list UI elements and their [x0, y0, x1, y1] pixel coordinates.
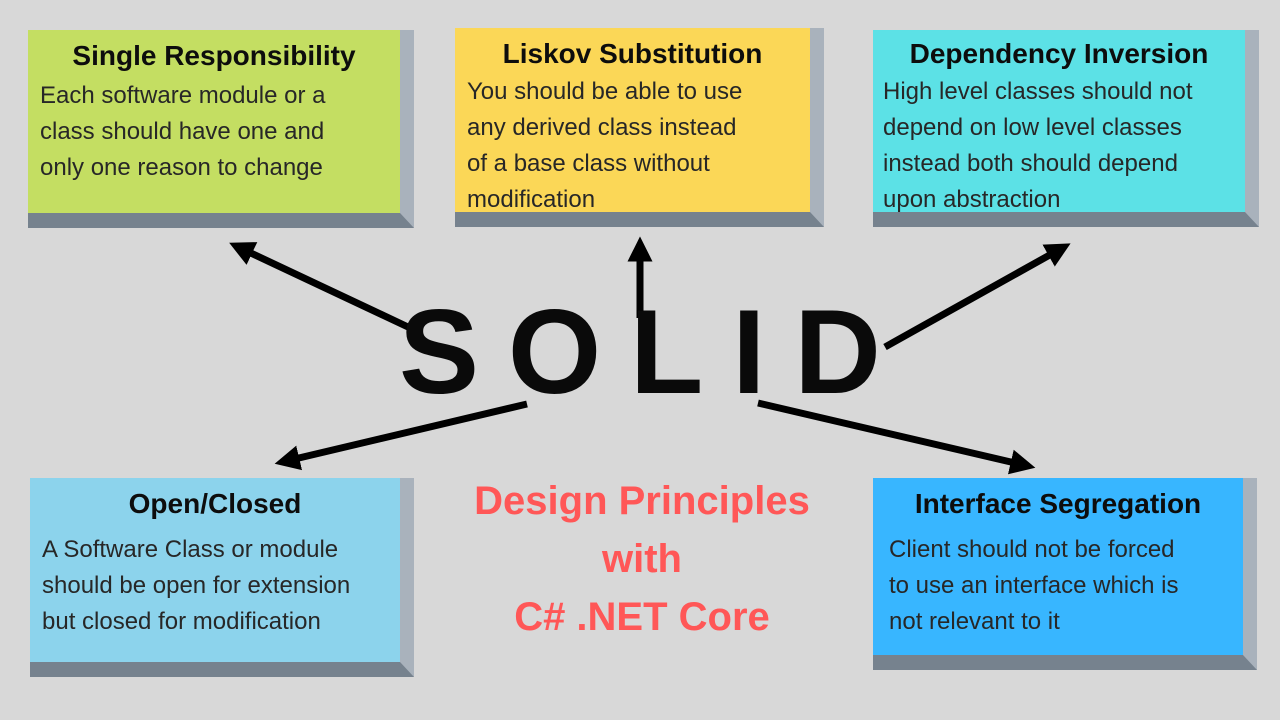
- note-content: Single Responsibility Each software modu…: [28, 30, 400, 213]
- sticky-note-single-responsibility: Single Responsibility Each software modu…: [28, 30, 414, 228]
- arrow-to-single-responsibility-icon: [229, 242, 410, 331]
- note-body: A Software Class or module should be ope…: [42, 536, 351, 635]
- note-body: Each software module or a class should h…: [40, 82, 326, 181]
- sticky-note-liskov-substitution: Liskov Substitution You should be able t…: [455, 28, 824, 227]
- note-body: You should be able to use any derived cl…: [467, 78, 743, 213]
- arrow-to-open-closed-icon: [274, 400, 528, 471]
- note-body: High level classes should not depend on …: [883, 78, 1193, 213]
- note-content: Dependency Inversion High level classes …: [873, 30, 1245, 213]
- sticky-note-dependency-inversion: Dependency Inversion High level classes …: [873, 30, 1259, 227]
- note-title: Open/Closed: [128, 488, 302, 519]
- note-body: Client should not be forced to use an in…: [889, 536, 1179, 635]
- note-title: Liskov Substitution: [502, 38, 763, 69]
- note-title: Single Responsibility: [72, 40, 356, 71]
- note-content: Interface Segregation Client should not …: [873, 478, 1243, 655]
- arrow-to-interface-segregation-icon: [757, 399, 1036, 475]
- note-content: Liskov Substitution You should be able t…: [455, 28, 810, 213]
- note-content: Open/Closed A Software Class or module s…: [30, 478, 400, 662]
- note-title: Interface Segregation: [914, 488, 1202, 519]
- arrow-to-dependency-inversion-icon: [883, 243, 1071, 351]
- caption-design-principles: Design Principles with C# .NET Core: [474, 479, 810, 639]
- sticky-note-interface-segregation: Interface Segregation Client should not …: [873, 478, 1257, 670]
- note-title: Dependency Inversion: [909, 38, 1209, 69]
- sticky-note-open-closed: Open/Closed A Software Class or module s…: [30, 478, 414, 677]
